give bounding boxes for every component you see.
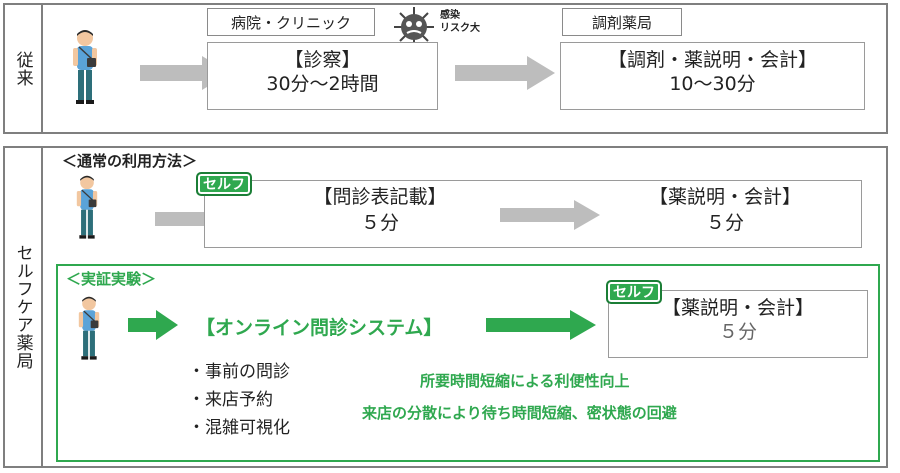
self-badge: セルフ <box>196 172 252 196</box>
trial-heading: ＜実証実験＞ <box>66 270 157 288</box>
infection-risk-label: 感染 リスク大 <box>440 10 480 34</box>
pharmacy-tag: 調剤薬局 <box>562 8 682 36</box>
questionnaire-title: 【問診表記載】 <box>313 186 447 208</box>
clinic-tag: 病院・クリニック <box>207 8 375 36</box>
dispense-title: 【調剤・薬説明・会計】 <box>607 49 817 71</box>
selfcare-label: セルフケア薬局 <box>3 146 43 468</box>
questionnaire-time: ５分 <box>360 212 399 234</box>
dispense-time: 10～30分 <box>669 72 756 95</box>
trial-explain-title: 【薬説明・会計】 <box>661 297 814 319</box>
online-system-title: 【オンライン問診システム】 <box>196 317 443 339</box>
trial-explain-time: ５分 <box>718 320 757 343</box>
explain-title: 【薬説明・会計】 <box>648 186 801 208</box>
benefit-text: 来店の分散により待ち時間短縮、密状態の回避 <box>362 404 677 422</box>
conventional-label: 従来 <box>3 3 43 134</box>
exam-title: 【診察】 <box>284 49 361 71</box>
arrow-right-icon <box>486 310 596 340</box>
arrow-right-icon <box>500 200 600 230</box>
arrow-right-icon <box>128 310 178 340</box>
feature-item: ・来店予約 <box>188 390 273 410</box>
benefit-text: 所要時間短縮による利便性向上 <box>420 372 630 390</box>
self-badge: セルフ <box>606 280 662 304</box>
person-icon <box>70 172 104 244</box>
trial-box <box>56 264 880 462</box>
exam-box: 【診察】 30分～2時間 <box>207 42 438 110</box>
feature-list: ・事前の問診 ・来店予約 ・混雑可視化 <box>188 358 290 442</box>
explain-time: ５分 <box>705 212 744 234</box>
exam-time: 30分～2時間 <box>266 72 379 95</box>
feature-item: ・事前の問診 <box>188 362 290 382</box>
dispense-box: 【調剤・薬説明・会計】 10～30分 <box>560 42 865 110</box>
questionnaire-box <box>204 180 862 248</box>
person-icon <box>65 22 105 114</box>
person-icon <box>72 292 106 366</box>
feature-item: ・混雑可視化 <box>188 418 290 438</box>
normal-usage-heading: ＜通常の利用方法＞ <box>62 152 198 170</box>
virus-icon <box>394 7 434 47</box>
arrow-right-icon <box>455 56 555 90</box>
